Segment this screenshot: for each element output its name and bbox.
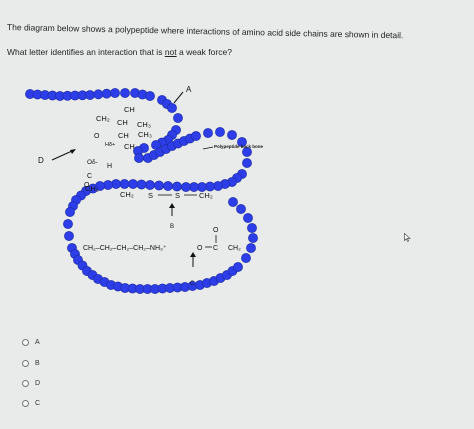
label-B: B — [170, 224, 174, 230]
disulfide-s2: S — [175, 191, 180, 200]
backbone-bead — [242, 158, 252, 168]
backbone-bead — [247, 223, 257, 233]
hydrogen-bond-group: O Hδ+ Oδ- H C O — [84, 133, 115, 189]
backbone-bead — [145, 180, 155, 190]
ch-top: CH — [124, 105, 135, 114]
backbone-bead — [120, 88, 130, 98]
backbone-bead — [119, 179, 130, 189]
hbond-o-delta: Oδ- — [87, 159, 98, 166]
backbone-bead — [215, 127, 225, 137]
backbone-bead — [191, 131, 201, 141]
option-A-label: A — [35, 339, 40, 346]
label-C: C — [190, 281, 195, 287]
backbone-bead — [246, 243, 256, 253]
label-D: D — [38, 156, 44, 165]
option-D-label: D — [35, 380, 41, 387]
ionic-o-top: O — [213, 227, 219, 234]
backbone-bead — [243, 213, 253, 223]
backbone-bead — [136, 179, 147, 190]
question-emphasis-not: not — [164, 47, 177, 57]
backbone-bead — [241, 253, 251, 263]
backbone-bead — [228, 197, 238, 207]
question-text-start: What letter identifies an interaction th… — [7, 47, 165, 57]
backbone-bead — [203, 128, 213, 138]
backbone-label: Polypeptide back bone — [214, 144, 264, 149]
ionic-bond-group: CH₂–CH₂–CH₂–CH₂–NH₃⁺ O C O CH₂ — [83, 227, 241, 252]
disulfide-ch2-right: CH₂ — [199, 191, 213, 200]
backbone-bead — [173, 113, 183, 123]
disulfide-ch2-left: CH₂ — [85, 184, 99, 193]
disulfide-bridge: CH₂ CH₂ S S CH₂ — [85, 184, 213, 200]
backbone-bead — [110, 88, 120, 98]
hbond-c: C — [87, 173, 92, 180]
mouse-pointer-icon — [404, 233, 411, 242]
ch3-b: CH — [118, 131, 129, 140]
backbone-bead — [128, 179, 138, 189]
ionic-c: C — [213, 245, 218, 252]
question-text-end: a weak force? — [176, 47, 232, 57]
radio-C[interactable] — [22, 400, 29, 407]
backbone-bead — [63, 219, 73, 229]
backbone-bead — [93, 89, 104, 100]
option-C-label: C — [35, 400, 41, 407]
option-B-label: B — [35, 360, 40, 367]
hbond-h-delta: Hδ+ — [105, 142, 115, 148]
radio-A[interactable] — [22, 339, 29, 346]
backbone-bead — [236, 204, 246, 214]
question-line-1: The diagram below shows a polypeptide wh… — [6, 22, 404, 41]
ionic-chain: CH₂–CH₂–CH₂–CH₂–NH₃⁺ — [83, 245, 167, 252]
backbone-bead — [242, 147, 252, 157]
option-B[interactable]: B — [22, 360, 40, 367]
ionic-o-minus: O — [197, 245, 203, 252]
backbone-bead — [172, 181, 182, 192]
hydrophobic-cluster: CH CH₂ CH CH₃ CH CH₃ CH — [96, 105, 152, 151]
ch3-a: CH — [117, 118, 128, 127]
ionic-ch2: CH₂ — [228, 245, 241, 252]
ch2-left-hydrophobic: CH₂ — [96, 114, 110, 123]
label-A: A — [186, 85, 192, 94]
option-A[interactable]: A — [22, 339, 40, 346]
backbone-bead — [248, 233, 258, 243]
backbone-bead — [167, 103, 177, 113]
option-C[interactable]: C — [22, 400, 40, 407]
ch-bottom: CH — [124, 142, 135, 151]
backbone-bead — [134, 153, 144, 163]
backbone-bead — [65, 207, 75, 217]
radio-D[interactable] — [22, 380, 29, 387]
backbone-bead — [233, 262, 243, 272]
question-line-2: What letter identifies an interaction th… — [7, 47, 232, 57]
ch3-e: CH₃ — [138, 130, 152, 139]
backbone-bead — [64, 231, 74, 241]
polypeptide-diagram: A Polypeptide back bone CH CH₂ CH CH₃ CH… — [25, 85, 264, 294]
backbone-bead — [101, 88, 112, 99]
polypeptide-backbone — [25, 88, 258, 294]
hbond-h: H — [107, 163, 112, 170]
backbone-bead — [145, 91, 155, 101]
ch3-c: CH₃ — [137, 120, 151, 129]
backbone-bead — [227, 130, 237, 140]
backbone-bead — [163, 181, 173, 191]
radio-B[interactable] — [22, 360, 29, 367]
hbond-o-bottom: O — [84, 182, 90, 189]
option-D[interactable]: D — [22, 380, 40, 387]
hbond-o-top: O — [94, 133, 100, 140]
disulfide-ch2-mid: CH₂ — [120, 190, 134, 199]
backbone-bead — [181, 182, 191, 192]
backbone-bead — [237, 137, 247, 147]
backbone-bead — [85, 90, 95, 100]
backbone-bead — [154, 180, 164, 191]
disulfide-s1: S — [148, 191, 153, 200]
